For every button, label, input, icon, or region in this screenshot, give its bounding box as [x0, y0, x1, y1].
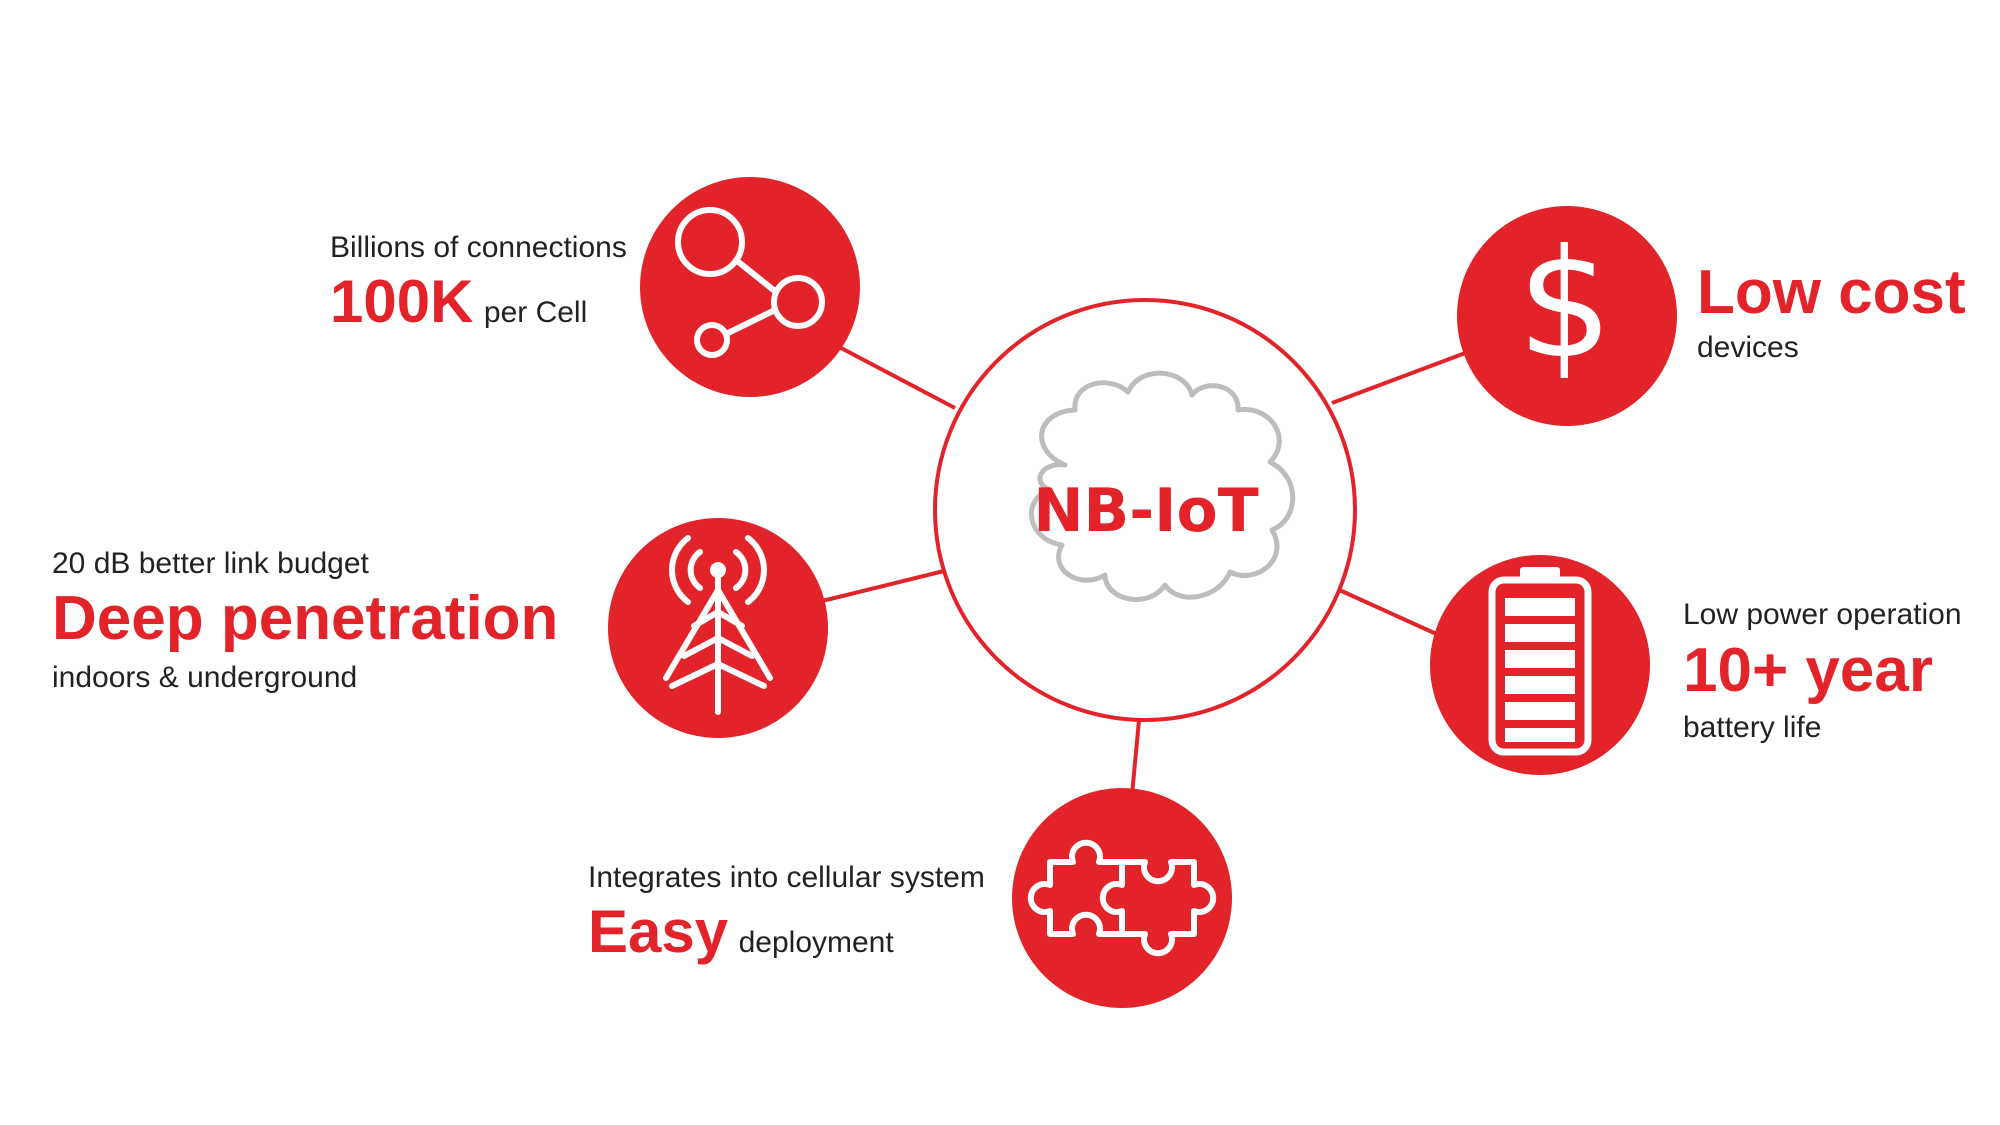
- battery-icon: [1488, 567, 1592, 756]
- connections-headline: 100K per Cell: [330, 272, 587, 332]
- connections-suffix: per Cell: [483, 296, 588, 329]
- connector-connections: [821, 336, 956, 410]
- battery-caption: Low power operation: [1683, 598, 1962, 631]
- penetration-caption: 20 dB better link budget: [52, 547, 369, 580]
- deployment-highlight: Easy: [588, 898, 729, 965]
- connections-circle: [640, 177, 860, 397]
- deployment-circle: [1012, 788, 1232, 1008]
- network-nodes-icon: [675, 207, 825, 358]
- connections-highlight: 100K: [330, 268, 474, 335]
- antenna-tower-icon: [663, 535, 773, 715]
- deployment-headline: Easy deployment: [588, 902, 894, 962]
- connections-caption: Billions of connections: [330, 231, 627, 264]
- connector-battery: [1334, 586, 1444, 639]
- cloud-icon: [1029, 370, 1296, 602]
- penetration-subcaption: indoors & underground: [52, 661, 358, 694]
- deployment-suffix: deployment: [738, 926, 894, 959]
- connector-penetration: [817, 568, 949, 604]
- dollar-icon: $: [1517, 218, 1612, 392]
- battery-subcaption: battery life: [1683, 711, 1822, 744]
- puzzle-icon: [1027, 839, 1217, 957]
- battery-highlight: 10+ year: [1683, 636, 1933, 705]
- connector-cost: [1331, 350, 1469, 405]
- cost-caption: devices: [1697, 331, 1799, 364]
- deployment-caption: Integrates into cellular system: [588, 861, 985, 894]
- connector-deployment: [1130, 719, 1141, 796]
- cost-circle: [1457, 206, 1677, 426]
- cost-highlight: Low cost: [1697, 258, 1966, 327]
- center-label: NB-IoT: [1033, 476, 1258, 546]
- penetration-highlight: Deep penetration: [52, 584, 559, 653]
